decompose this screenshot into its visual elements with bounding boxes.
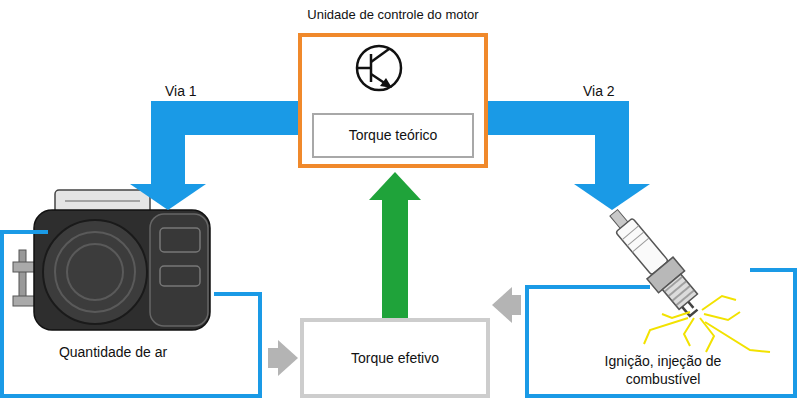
- box-heading: Unidade de controle do motor: [307, 7, 478, 24]
- arrow-head: [492, 287, 512, 323]
- connector-arrow: [268, 340, 298, 376]
- arrow-head: [130, 184, 206, 210]
- ignition-box: Ignição, injeção de combustível: [525, 212, 797, 398]
- arrow-shaft: [511, 295, 521, 315]
- box-outline-path: [527, 270, 795, 396]
- edge-label: Via 2: [583, 83, 615, 99]
- throttle-body: [13, 190, 210, 330]
- edge-label: Via 1: [165, 83, 197, 99]
- box-outline: [0, 212, 264, 398]
- torque-box: Torque efetivo: [300, 318, 490, 398]
- air-box: Quantidade de ar: [0, 212, 264, 398]
- connector-arrow: [492, 287, 521, 323]
- connector-arrow: [130, 118, 298, 210]
- spark-lines: [644, 296, 770, 352]
- control-unit-box: Torque teóricoUnidade de controle do mot…: [298, 33, 488, 168]
- arrow-shaft: [382, 199, 408, 318]
- connector-arrow: [488, 118, 650, 210]
- box-outline-path: [2, 232, 260, 396]
- connector-arrow: [369, 172, 421, 318]
- arrow-head: [278, 340, 298, 376]
- torque-box: Torque teórico: [312, 113, 474, 158]
- box-label: Ignição, injeção de combustível: [588, 352, 738, 388]
- arrow-shaft: [168, 118, 298, 185]
- box-outline: [525, 212, 797, 398]
- arrow-head: [574, 184, 650, 210]
- box-label: Torque efetivo: [351, 349, 439, 367]
- transistor-symbol: [357, 46, 401, 90]
- box-label: Torque teórico: [349, 126, 438, 144]
- spark-plug: [601, 202, 709, 322]
- arrow-shaft: [268, 348, 279, 368]
- arrow-shaft: [488, 118, 612, 185]
- arrow-head: [369, 172, 421, 200]
- box-label: Quantidade de ar: [59, 343, 167, 361]
